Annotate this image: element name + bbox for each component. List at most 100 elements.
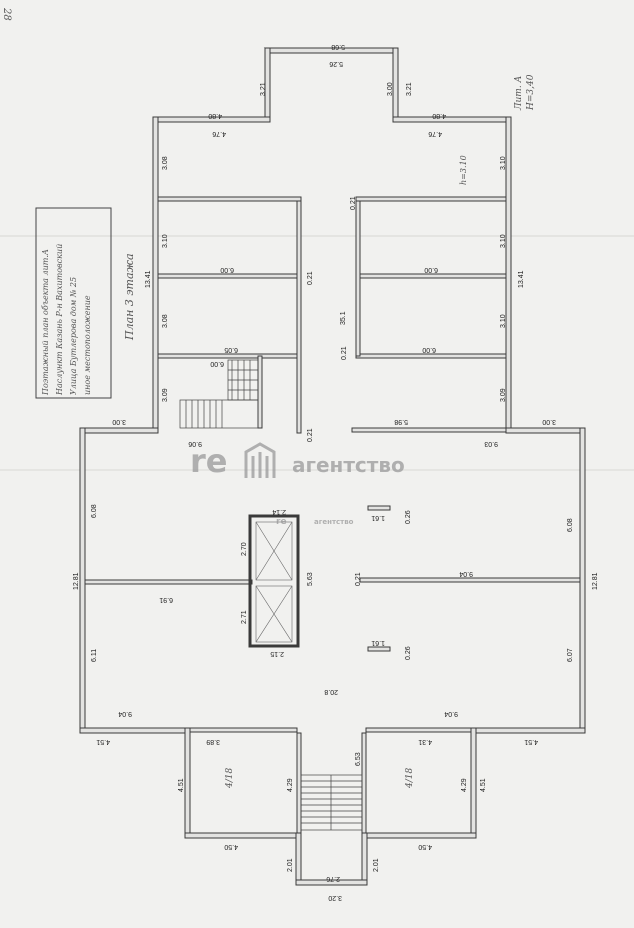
dim-main-left-top: 9.06 [188, 440, 202, 447]
dim-wall-021-a: 0.21 [350, 196, 357, 210]
watermark-small-logo: re [276, 517, 287, 527]
partition [157, 353, 302, 359]
wall-wing-left [152, 116, 159, 433]
wall-lower-right-side [470, 727, 477, 839]
corridor-wall-right [355, 200, 361, 357]
dim-main-left-total: 12.81 [73, 572, 80, 590]
dim-mid-right: 9.04 [459, 570, 473, 577]
column-b [367, 646, 391, 652]
watermark-small-text: агентство [314, 518, 354, 526]
dim-lower-left-bottom: 4.50 [224, 843, 238, 850]
dim-shaft-side: 5.63 [307, 572, 314, 586]
partition [157, 196, 302, 202]
dim-step-right: 3.00 [542, 418, 556, 425]
dim-part-598: 5.98 [394, 418, 408, 425]
wall-lower-left-bottom [184, 832, 302, 839]
elevator-1 [255, 521, 293, 581]
title-line-1: Поэтажный план объекта лит.А [41, 249, 50, 396]
dim-lower-right-side: 4.51 [480, 778, 487, 792]
dim-main-left-1: 6.08 [91, 504, 98, 518]
stair-lower [300, 774, 363, 831]
wall-lower-left-side [184, 727, 191, 839]
partition [359, 577, 581, 583]
dim-shaft-bottom: 2.15 [270, 650, 284, 657]
watermark-logo: re [190, 442, 227, 480]
dim-main-right-1: 6.08 [567, 518, 574, 532]
dim-wall-021-e: 0.21 [355, 572, 362, 586]
dim-stair-h: 6.53 [355, 752, 362, 766]
dim-wing-left-1: 3.08 [162, 156, 169, 170]
dim-wall-021-c: 0.21 [341, 346, 348, 360]
dim-shoulder-right-in: 4.76 [428, 130, 442, 137]
dim-step-left: 3.00 [112, 418, 126, 425]
dim-part-600-c: 6.00 [422, 346, 436, 353]
dimension-labels: 5.68 5.26 4.80 4.76 4.80 4.76 6.00 6.00 … [73, 43, 599, 901]
partition [355, 273, 507, 279]
partition [365, 727, 472, 733]
dim-lower-left-out: 4.51 [96, 738, 110, 745]
dim-wing-right-4: 3.09 [500, 388, 507, 402]
partition [84, 579, 253, 585]
room-mark-left: 4/18 [225, 768, 235, 789]
dim-top-outer: 5.68 [331, 43, 345, 50]
dim-part-600-b: 6.00 [424, 266, 438, 273]
wall-lower-right-bottom [361, 832, 477, 839]
dim-top-inner: 5.26 [329, 60, 343, 67]
partition [355, 353, 507, 359]
title-line-2: Наслункт Казань Р-н Вахитовский [55, 244, 64, 396]
dim-lower-right-h: 4.29 [461, 778, 468, 792]
column-a [367, 505, 391, 511]
elevator-2 [255, 585, 293, 643]
dim-wall-021-d: 0.21 [307, 428, 314, 442]
dim-wing-left-3: 3.08 [162, 314, 169, 328]
dim-mid-left: 6.91 [159, 596, 173, 603]
lit-label: Лит. А [514, 75, 524, 111]
dim-lower-left-h: 4.29 [287, 778, 294, 792]
dim-neck-left: 2.01 [287, 858, 294, 872]
dim-col-a-w: 0.26 [405, 510, 412, 524]
dim-corridor: 35.1 [340, 311, 347, 325]
partition [157, 273, 302, 279]
dim-wing-right-1: 3.10 [500, 156, 507, 170]
elevator-shafts [248, 514, 300, 648]
dim-tower-right-out: 3.21 [406, 82, 413, 96]
dim-neck-right: 2.01 [373, 858, 380, 872]
corner-mark: 28 [1, 7, 12, 21]
dim-lower-left-side: 4.51 [178, 778, 185, 792]
dim-wing-total-left: 13.41 [145, 270, 152, 288]
dim-wall-021-b: 0.21 [307, 271, 314, 285]
dim-main-right-total: 12.81 [592, 572, 599, 590]
title-line-3: Улица Бутлерова дом № 25 [69, 277, 78, 395]
dim-shoulder-left-out: 4.80 [208, 112, 222, 119]
wall-step-right [505, 427, 586, 434]
dim-lower-right-bottom: 4.50 [418, 843, 432, 850]
dim-lower-right-in: 4.31 [418, 738, 432, 745]
partition [296, 732, 302, 834]
wall-main-bottom-right [470, 727, 586, 734]
dim-part-600-a: 6.00 [220, 266, 234, 273]
dim-lower-left-in: 3.89 [206, 738, 220, 745]
partition [189, 727, 298, 733]
partition [351, 427, 507, 433]
dim-shaft-top: 2.14 [272, 508, 286, 515]
wall-main-bottom-left [79, 727, 191, 734]
dim-shoulder-left-in: 4.76 [212, 130, 226, 137]
dim-shoulder-right-out: 4.80 [432, 112, 446, 119]
wall-shoulder-right [392, 116, 512, 123]
dim-main-left-2: 6.11 [91, 649, 98, 662]
dim-shaft-h1: 2.70 [241, 542, 248, 556]
internal-walls [84, 196, 581, 834]
watermark-text: агентство [292, 453, 405, 477]
corridor-wall-left [296, 200, 302, 434]
dim-bottom-left: 9.04 [118, 710, 132, 717]
watermark-building-icon [244, 442, 276, 478]
dim-col-b-w: 0.26 [405, 646, 412, 660]
wall-neck-right [361, 832, 368, 886]
title-line-4: иное местоположение [83, 295, 92, 395]
partition [355, 196, 507, 202]
room-height-label: h=3.10 [459, 155, 468, 185]
room-mark-right: 4/18 [405, 768, 415, 789]
dim-main-right-2: 6.07 [567, 648, 574, 662]
